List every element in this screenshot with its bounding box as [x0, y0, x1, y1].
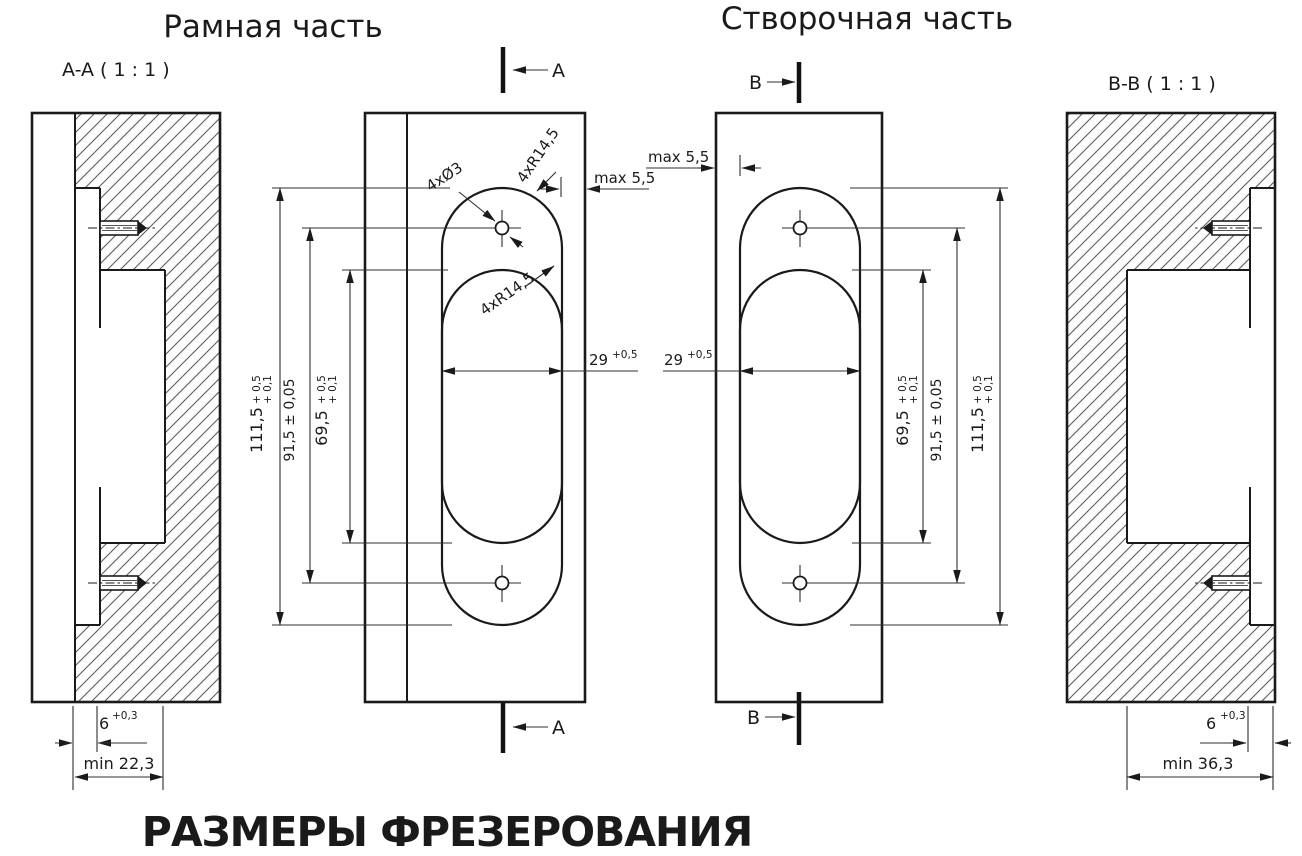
edge-gap-label: max 5,5	[648, 148, 709, 166]
svg-text:91,5 ± 0,05: 91,5 ± 0,05	[282, 379, 298, 462]
frame-front-view: Рамная часть A A 111,5 + 0,5 + 0,1	[163, 9, 655, 753]
svg-text:91,5 ± 0,05: 91,5 ± 0,05	[929, 379, 945, 462]
section-aa-view: A-A ( 1 : 1 ) 6 +0,3 min 22,3	[30, 59, 222, 790]
extension-lines	[272, 187, 484, 626]
svg-text:+ 0,5: + 0,5	[251, 375, 263, 404]
leader-line	[525, 265, 555, 287]
extension-lines	[816, 187, 1008, 626]
milled-pocket-profile	[1126, 187, 1275, 626]
inner-slot-outline	[738, 268, 862, 545]
slot-width-tol: +0,5	[612, 349, 638, 361]
screw-holes-callout: 4xØ3	[423, 158, 466, 195]
frame-min-depth-label: min 22,3	[84, 754, 155, 773]
hatch-area	[1067, 270, 1127, 543]
hatch-area	[1067, 625, 1275, 702]
svg-text:4xØ3: 4xØ3	[423, 158, 466, 195]
svg-text:+ 0,1: + 0,1	[262, 375, 274, 404]
slot-width-tol: +0,5	[687, 349, 713, 361]
section-bb-label: B-B ( 1 : 1 )	[1108, 73, 1216, 95]
leaf-front-view: Створочная часть B B 69,5 + 0,5 + 0,1	[646, 1, 1013, 745]
inner-length-label: 69,5 + 0,5 + 0,1	[893, 375, 920, 446]
frame-part-title: Рамная часть	[163, 9, 383, 45]
drawing-title: РАЗМЕРЫ ФРЕЗЕРОВАНИЯ	[142, 808, 752, 856]
leader-line	[536, 171, 557, 192]
hole-spacing-label: 91,5 ± 0,05	[282, 379, 298, 462]
frame-plate-outline	[363, 111, 587, 704]
svg-text:+ 0,1: + 0,1	[327, 375, 339, 404]
flange-depth-label: 6	[99, 714, 109, 733]
screw-hole-top	[484, 210, 521, 247]
svg-text:69,5: 69,5	[893, 410, 912, 446]
outer-length-label: 111,5 + 0,5 + 0,1	[247, 375, 274, 453]
section-marker-a-bottom: A	[552, 717, 565, 739]
leaf-min-depth-label: min 36,3	[1163, 754, 1234, 773]
hatch-area	[75, 625, 220, 702]
svg-text:69,5: 69,5	[312, 410, 331, 446]
flange-depth-label: 6	[1206, 714, 1216, 733]
flange-depth-tol: +0,3	[112, 710, 138, 722]
hatch-area	[75, 113, 220, 188]
leader-line	[458, 191, 496, 222]
outer-length-label: 111,5 + 0,5 + 0,1	[968, 375, 995, 453]
screw-hole-bottom	[484, 565, 521, 602]
end-radius-callout-top: 4xR14,5	[513, 124, 563, 186]
svg-text:4xR14,5: 4xR14,5	[476, 269, 537, 319]
slot-width-label: 29	[664, 351, 683, 369]
edge-gap-label: max 5,5	[594, 169, 655, 187]
slot-width-label: 29	[589, 351, 608, 369]
inner-slot-outline	[440, 268, 564, 545]
section-marker-b-bottom: B	[747, 707, 760, 729]
hatch-area	[1067, 113, 1275, 188]
outer-slot-outline	[440, 186, 564, 627]
outer-slot-outline	[738, 186, 862, 627]
svg-text:+ 0,5: + 0,5	[972, 375, 984, 404]
svg-text:+ 0,1: + 0,1	[908, 375, 920, 404]
section-bb-view: B-B ( 1 : 1 ) 6 +0,3 min 36,3	[1065, 73, 1291, 790]
section-marker-a-top: A	[552, 60, 565, 82]
hatch-area	[165, 270, 220, 543]
leaf-part-title: Створочная часть	[721, 1, 1013, 37]
hole-spacing-label: 91,5 ± 0,05	[929, 379, 945, 462]
svg-text:+ 0,5: + 0,5	[897, 375, 909, 404]
screw-hole-bottom	[782, 565, 819, 602]
leaf-plate-outline	[714, 111, 884, 704]
section-aa-label: A-A ( 1 : 1 )	[62, 59, 170, 81]
leader-line	[509, 236, 524, 248]
milled-pocket-profile	[75, 187, 166, 626]
svg-text:+ 0,5: + 0,5	[316, 375, 328, 404]
svg-text:111,5: 111,5	[968, 407, 987, 453]
end-radius-callout-inner: 4xR14,5	[476, 269, 537, 319]
flange-depth-tol: +0,3	[1220, 710, 1246, 722]
svg-text:+ 0,1: + 0,1	[983, 375, 995, 404]
leaf-section-outline	[1065, 111, 1277, 704]
inner-length-label: 69,5 + 0,5 + 0,1	[312, 375, 339, 446]
section-marker-b-top: B	[749, 72, 762, 94]
frame-section-outline	[30, 111, 222, 704]
screw-hole-top	[782, 210, 819, 247]
svg-text:4xR14,5: 4xR14,5	[513, 124, 563, 186]
svg-text:111,5: 111,5	[247, 407, 266, 453]
